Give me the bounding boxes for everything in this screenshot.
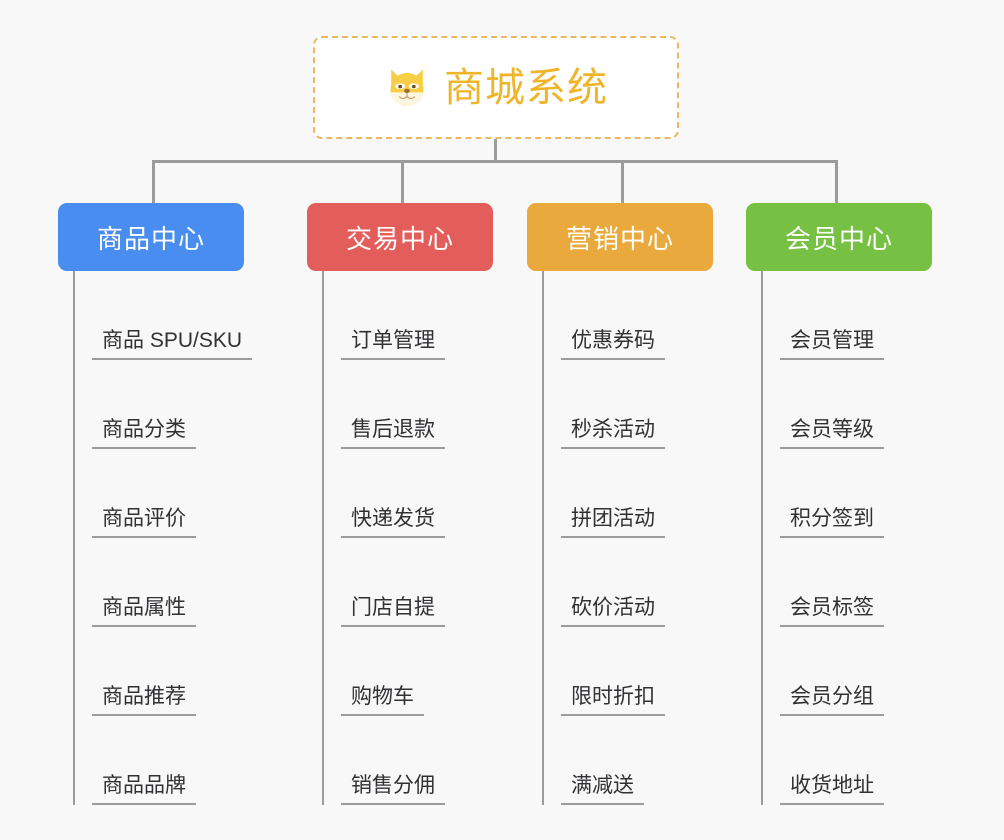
list-item[interactable]: 售后退款 <box>322 360 493 449</box>
category-label-1: 商品中心 <box>96 223 205 254</box>
leaf-label: 商品 SPU/SKU <box>92 329 253 360</box>
category-box-1[interactable]: 商品中心 <box>58 203 244 271</box>
list-item[interactable]: 购物车 <box>322 627 493 716</box>
leaf-list-4: 会员管理 会员等级 积分签到 会员标签 会员分组 收货地址 <box>746 271 932 805</box>
leaf-label: 会员标签 <box>780 596 884 627</box>
leaf-label: 会员管理 <box>780 329 884 360</box>
leaf-label: 收货地址 <box>780 774 884 805</box>
root-node-shop-system[interactable]: 商城系统 <box>313 36 679 139</box>
leaf-label: 积分签到 <box>780 507 884 538</box>
list-item[interactable]: 快递发货 <box>322 449 493 538</box>
list-item[interactable]: 门店自提 <box>322 538 493 627</box>
list-item[interactable]: 商品属性 <box>73 538 244 627</box>
leaf-label: 会员分组 <box>780 685 884 716</box>
list-item[interactable]: 满减送 <box>542 716 713 805</box>
list-item[interactable]: 商品分类 <box>73 360 244 449</box>
connector-stem-group-1 <box>152 160 155 205</box>
connector-stem-group-2 <box>401 160 404 205</box>
leaf-label: 会员等级 <box>780 418 884 449</box>
list-item[interactable]: 会员等级 <box>761 360 932 449</box>
list-item[interactable]: 拼团活动 <box>542 449 713 538</box>
list-item[interactable]: 砍价活动 <box>542 538 713 627</box>
group-商品中心: 商品中心 商品 SPU/SKU 商品分类 商品评价 商品属性 商品推荐 商品品牌 <box>58 203 253 805</box>
list-item[interactable]: 订单管理 <box>322 271 493 360</box>
list-item[interactable]: 收货地址 <box>761 716 932 805</box>
leaf-label: 限时折扣 <box>561 685 665 716</box>
connector-horizontal-bus <box>152 160 838 163</box>
group-会员中心: 会员中心 会员管理 会员等级 积分签到 会员标签 会员分组 收货地址 <box>746 203 932 805</box>
leaf-trunk-3 <box>542 271 544 805</box>
leaf-label: 商品分类 <box>92 418 196 449</box>
leaf-label: 门店自提 <box>341 596 445 627</box>
connector-stem-group-3 <box>621 160 624 205</box>
leaf-trunk-1 <box>73 271 75 805</box>
list-item[interactable]: 会员管理 <box>761 271 932 360</box>
list-item[interactable]: 商品推荐 <box>73 627 244 716</box>
leaf-label: 优惠券码 <box>561 329 665 360</box>
leaf-list-3: 优惠券码 秒杀活动 拼团活动 砍价活动 限时折扣 满减送 <box>527 271 713 805</box>
leaf-label: 拼团活动 <box>561 507 665 538</box>
leaf-trunk-4 <box>761 271 763 805</box>
leaf-label: 快递发货 <box>341 507 445 538</box>
list-item[interactable]: 优惠券码 <box>542 271 713 360</box>
category-box-2[interactable]: 交易中心 <box>307 203 493 271</box>
leaf-label: 商品推荐 <box>92 685 196 716</box>
group-营销中心: 营销中心 优惠券码 秒杀活动 拼团活动 砍价活动 限时折扣 满减送 <box>527 203 713 805</box>
list-item[interactable]: 会员分组 <box>761 627 932 716</box>
leaf-label: 售后退款 <box>341 418 445 449</box>
list-item[interactable]: 商品评价 <box>73 449 244 538</box>
root-title: 商城系统 <box>444 65 608 110</box>
list-item[interactable]: 商品 SPU/SKU <box>73 271 253 360</box>
category-box-4[interactable]: 会员中心 <box>746 203 932 271</box>
leaf-label: 订单管理 <box>341 329 445 360</box>
leaf-label: 砍价活动 <box>561 596 665 627</box>
leaf-list-1: 商品 SPU/SKU 商品分类 商品评价 商品属性 商品推荐 商品品牌 <box>58 271 253 805</box>
leaf-label: 销售分佣 <box>341 774 445 805</box>
leaf-label: 商品品牌 <box>92 774 196 805</box>
category-label-2: 交易中心 <box>345 223 454 254</box>
leaf-label: 商品属性 <box>92 596 196 627</box>
category-label-4: 会员中心 <box>784 223 893 254</box>
leaf-label: 商品评价 <box>92 507 196 538</box>
connector-root-stem <box>494 139 497 163</box>
leaf-label: 秒杀活动 <box>561 418 665 449</box>
group-交易中心: 交易中心 订单管理 售后退款 快递发货 门店自提 购物车 销售分佣 <box>307 203 493 805</box>
list-item[interactable]: 秒杀活动 <box>542 360 713 449</box>
list-item[interactable]: 会员标签 <box>761 538 932 627</box>
leaf-label: 购物车 <box>341 685 424 716</box>
shiba-dog-face-icon <box>390 68 424 106</box>
list-item[interactable]: 销售分佣 <box>322 716 493 805</box>
connector-stem-group-4 <box>835 160 838 205</box>
list-item[interactable]: 限时折扣 <box>542 627 713 716</box>
category-label-3: 营销中心 <box>565 223 674 254</box>
leaf-label: 满减送 <box>561 774 644 805</box>
category-box-3[interactable]: 营销中心 <box>527 203 713 271</box>
leaf-trunk-2 <box>322 271 324 805</box>
list-item[interactable]: 商品品牌 <box>73 716 244 805</box>
leaf-list-2: 订单管理 售后退款 快递发货 门店自提 购物车 销售分佣 <box>307 271 493 805</box>
list-item[interactable]: 积分签到 <box>761 449 932 538</box>
